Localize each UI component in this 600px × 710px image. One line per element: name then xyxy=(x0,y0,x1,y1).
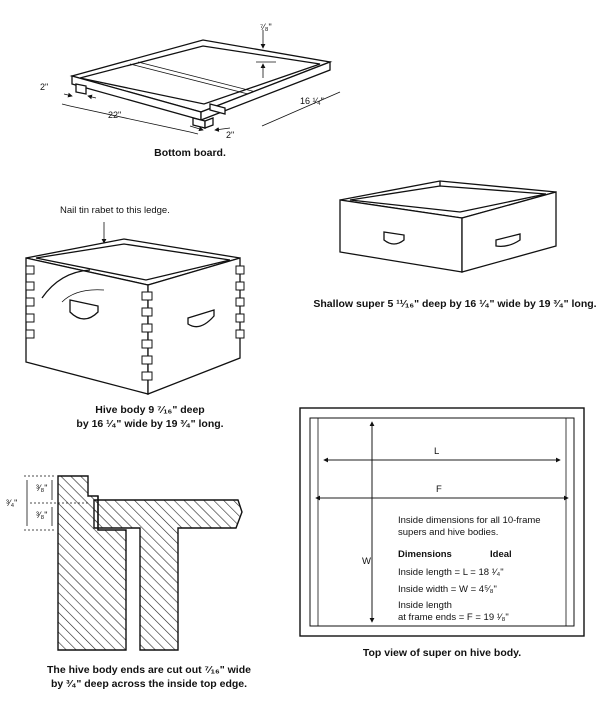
inside-dims-title-1: Inside dimensions for all 10-frame xyxy=(398,515,541,526)
bottom-board-cleat-label: 2" xyxy=(226,130,235,140)
dims-col-header: Dimensions xyxy=(398,549,452,560)
top-view-drawing xyxy=(299,407,585,637)
inside-width-row: Inside width = W = 4⁵⁄₈" xyxy=(398,584,497,595)
inside-dims-title-2: supers and hive bodies. xyxy=(398,527,499,538)
bottom-board-width-label: 16 ¹⁄₄" xyxy=(300,96,324,106)
shallow-super-caption: Shallow super 5 ¹¹⁄₁₆" deep by 16 ¹⁄₄" w… xyxy=(313,298,597,310)
frame-length-row-1: Inside length xyxy=(398,600,452,611)
top-view-f-label: F xyxy=(436,484,442,495)
bottom-board-drawing xyxy=(69,39,333,129)
bottom-board-length-label: 22" xyxy=(108,110,122,120)
top-view-caption: Top view of super on hive body. xyxy=(362,647,522,659)
cross-section-lower-dim: ³⁄₈" xyxy=(36,510,48,520)
shallow-super-drawing xyxy=(339,180,557,273)
bottom-board-caption: Bottom board. xyxy=(154,147,226,159)
top-view-w-label: W xyxy=(362,556,371,567)
hive-body-drawing xyxy=(25,238,245,395)
cross-section-caption-line2: by ³⁄₄" deep across the inside top edge. xyxy=(50,678,248,690)
cross-section-caption-line1: The hive body ends are cut out ⁷⁄₁₆" wid… xyxy=(47,664,251,676)
cross-section-drawing xyxy=(57,475,243,651)
hive-body-caption-line2: by 16 ¹⁄₄" wide by 19 ³⁄₄" long. xyxy=(76,418,224,430)
bottom-board-height-label: ⁷⁄₈" xyxy=(260,22,272,32)
inside-length-row: Inside length = L = 18 ¹⁄₄" xyxy=(398,567,504,578)
ideal-col-header: Ideal xyxy=(490,549,512,560)
top-view-l-label: L xyxy=(434,446,440,457)
hive-body-note: Nail tin rabet to this ledge. xyxy=(60,205,170,216)
bottom-board-rim-label: 2" xyxy=(40,82,49,92)
frame-length-row-2: at frame ends = F = 19 ¹⁄₈" xyxy=(398,612,509,623)
cross-section-upper-dim: ³⁄₈" xyxy=(36,483,48,493)
cross-section-total-dim: ³⁄₄" xyxy=(6,498,18,508)
hive-body-caption-line1: Hive body 9 ⁷⁄₁₆" deep xyxy=(95,404,205,416)
